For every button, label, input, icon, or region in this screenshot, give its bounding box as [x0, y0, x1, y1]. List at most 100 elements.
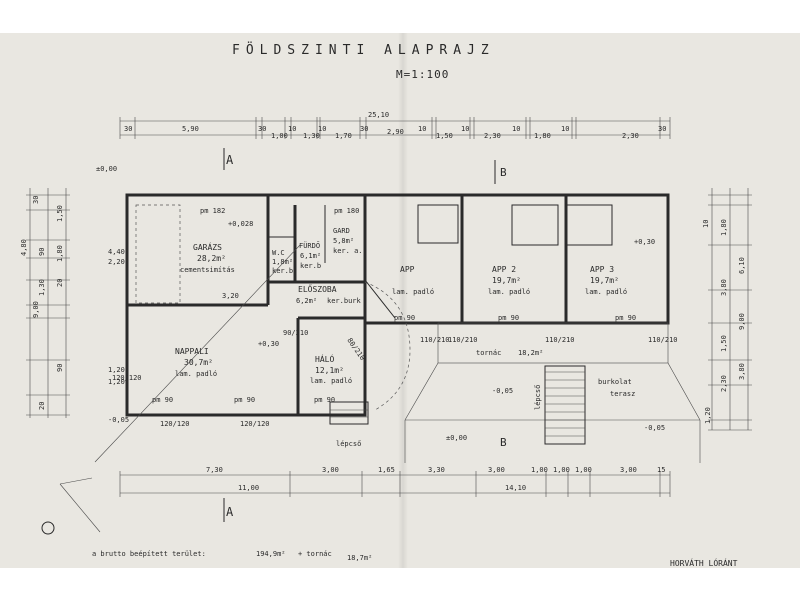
level-mark-5: -0,05	[492, 387, 513, 395]
dim-left-13: 20	[38, 402, 46, 410]
dim-top-18: 30	[658, 125, 666, 133]
dim-bottom-sub-1: 14,10	[505, 484, 526, 492]
svg-text:±0,00: ±0,00	[446, 434, 467, 442]
dim-left-11: 1,20	[108, 378, 125, 386]
svg-text:NAPPALI: NAPPALI	[175, 347, 209, 356]
room-wc: W.C 1,8m² ker.b	[272, 249, 293, 275]
dim-left-7: 9,00	[32, 301, 40, 318]
svg-text:12,1m²: 12,1m²	[315, 366, 344, 375]
svg-text:lam. padló: lam. padló	[310, 377, 352, 385]
dim-top-2: 30	[258, 125, 266, 133]
opening-label-4: pm 90	[314, 396, 335, 404]
dim-bottom-0: 7,30	[206, 466, 223, 474]
dim-left-2: 4,80	[20, 239, 28, 256]
door-size-8: 110/210	[648, 336, 678, 344]
plan-title: FÖLDSZINTI ALAPRAJZ	[232, 41, 495, 58]
svg-text:-0,05: -0,05	[644, 424, 665, 432]
svg-text:A: A	[226, 153, 234, 167]
room-eloszoba: ELŐSZOBA 6,2m² ker.burk	[296, 284, 362, 305]
level-mark-6: ±0,00	[446, 434, 467, 442]
dim-right-8: 1,20	[704, 407, 712, 424]
dim-right-4: 1,50	[720, 335, 728, 352]
svg-text:6,2m²: 6,2m²	[296, 297, 317, 305]
opening-label-5: pm 90	[394, 314, 415, 322]
dim-right-5: 9,00	[738, 313, 746, 330]
svg-text:GARÁZS: GARÁZS	[193, 241, 222, 252]
dim-bottom-4: 3,00	[488, 466, 505, 474]
paper-fold	[398, 33, 408, 568]
room-terasz: burkolat terasz	[598, 378, 635, 398]
bottom-dimension-chain: 7,30 3,00 1,65 3,30 3,00 1,00 1,00 1,00 …	[119, 466, 671, 497]
entry-stairs	[329, 401, 369, 425]
svg-text:tornác: tornác	[476, 349, 501, 357]
dim-top-4: 10	[288, 125, 296, 133]
dim-top-5: 1,30	[303, 132, 320, 140]
section-mark-b-bottom: B	[500, 436, 507, 449]
svg-text:28,2m²: 28,2m²	[197, 254, 226, 263]
svg-text:-0,05: -0,05	[108, 416, 129, 424]
svg-text:APP 3: APP 3	[590, 265, 614, 274]
section-mark-a-bottom: A	[223, 498, 234, 522]
footer-area-note: a brutto beépített terület: 194,9m² + to…	[92, 550, 372, 562]
door-size-6: 110/210	[448, 336, 478, 344]
svg-text:GARD: GARD	[333, 227, 350, 235]
svg-text:ker.burk: ker.burk	[327, 297, 362, 305]
dim-left-9: 2,20	[108, 258, 125, 266]
terrace-label: + tornác	[298, 550, 332, 558]
svg-text:APP: APP	[400, 265, 415, 274]
north-arrow-tip	[59, 477, 93, 485]
svg-text:lam. padló: lam. padló	[392, 288, 434, 296]
opening-label-2: pm 90	[152, 396, 173, 404]
room-app3: APP 3 19,7m² lam. padló	[585, 265, 627, 296]
svg-text:B: B	[500, 436, 507, 449]
dim-top-13: 2,30	[484, 132, 501, 140]
svg-text:ker.b: ker.b	[272, 267, 293, 275]
construction-line	[94, 244, 301, 463]
svg-text:30,7m²: 30,7m²	[184, 358, 213, 367]
dim-right-6: 2,30	[720, 375, 728, 392]
svg-text:burkolat: burkolat	[598, 378, 632, 386]
svg-text:1,8m²: 1,8m²	[272, 258, 293, 266]
plan-scale: M=1:100	[396, 68, 449, 81]
svg-text:+0,30: +0,30	[258, 340, 279, 348]
door-size-3: 120/120	[240, 420, 270, 428]
dim-bottom-sub-0: 11,00	[238, 484, 259, 492]
dim-overall-top: 25,10	[368, 111, 389, 119]
opening-label-3: pm 90	[234, 396, 255, 404]
dim-bottom-1: 3,00	[322, 466, 339, 474]
terrace-value: 18,7m²	[347, 554, 372, 562]
dim-top-1: 5,90	[182, 125, 199, 133]
level-mark-0: ±0,00	[96, 165, 117, 173]
svg-text:±0,00: ±0,00	[96, 165, 117, 173]
level-mark-4: -0,05	[108, 416, 129, 424]
section-mark-b-top: B	[494, 160, 507, 184]
area-label: a brutto beépített terület:	[92, 550, 206, 558]
opening-label-0: pm 182	[200, 207, 225, 215]
svg-text:APP 2: APP 2	[492, 265, 516, 274]
right-building-walls	[364, 193, 701, 463]
svg-text:terasz: terasz	[610, 390, 635, 398]
dim-top-11: 1,50	[436, 132, 453, 140]
dim-right-3: 3,80	[720, 279, 728, 296]
dim-top-17: 2,30	[622, 132, 639, 140]
dim-right-2: 6,10	[738, 257, 746, 274]
stair-label-entry: lépcső	[336, 439, 361, 448]
dim-top-10: 10	[418, 125, 426, 133]
dim-bottom-7: 1,00	[575, 466, 592, 474]
dim-left-12: 90	[56, 364, 64, 372]
svg-text:+0,30: +0,30	[634, 238, 655, 246]
section-mark-a-top: A	[223, 148, 234, 170]
dim-right-1: 1,80	[720, 219, 728, 236]
left-dimension-chain: 30 1,50 4,80 90 1,80 1,30 20 9,00 4,40 2…	[20, 188, 125, 418]
svg-text:FÜRDŐ: FÜRDŐ	[299, 241, 320, 250]
area-value: 194,9m²	[256, 550, 286, 558]
room-nappali: NAPPALI 30,7m² lam. padló	[175, 347, 217, 378]
svg-text:ELŐSZOBA: ELŐSZOBA	[298, 284, 337, 294]
dim-left-3: 90	[38, 248, 46, 256]
dim-bottom-5: 1,00	[531, 466, 548, 474]
dim-left-1: 1,50	[56, 205, 64, 222]
dim-left-0: 30	[32, 196, 40, 204]
terrace-stairs	[544, 365, 586, 445]
opening-label-7: pm 90	[615, 314, 636, 322]
right-dimension-chain: 10 1,80 6,10 3,80 1,50 9,00 2,30 3,80 1,…	[702, 188, 752, 431]
